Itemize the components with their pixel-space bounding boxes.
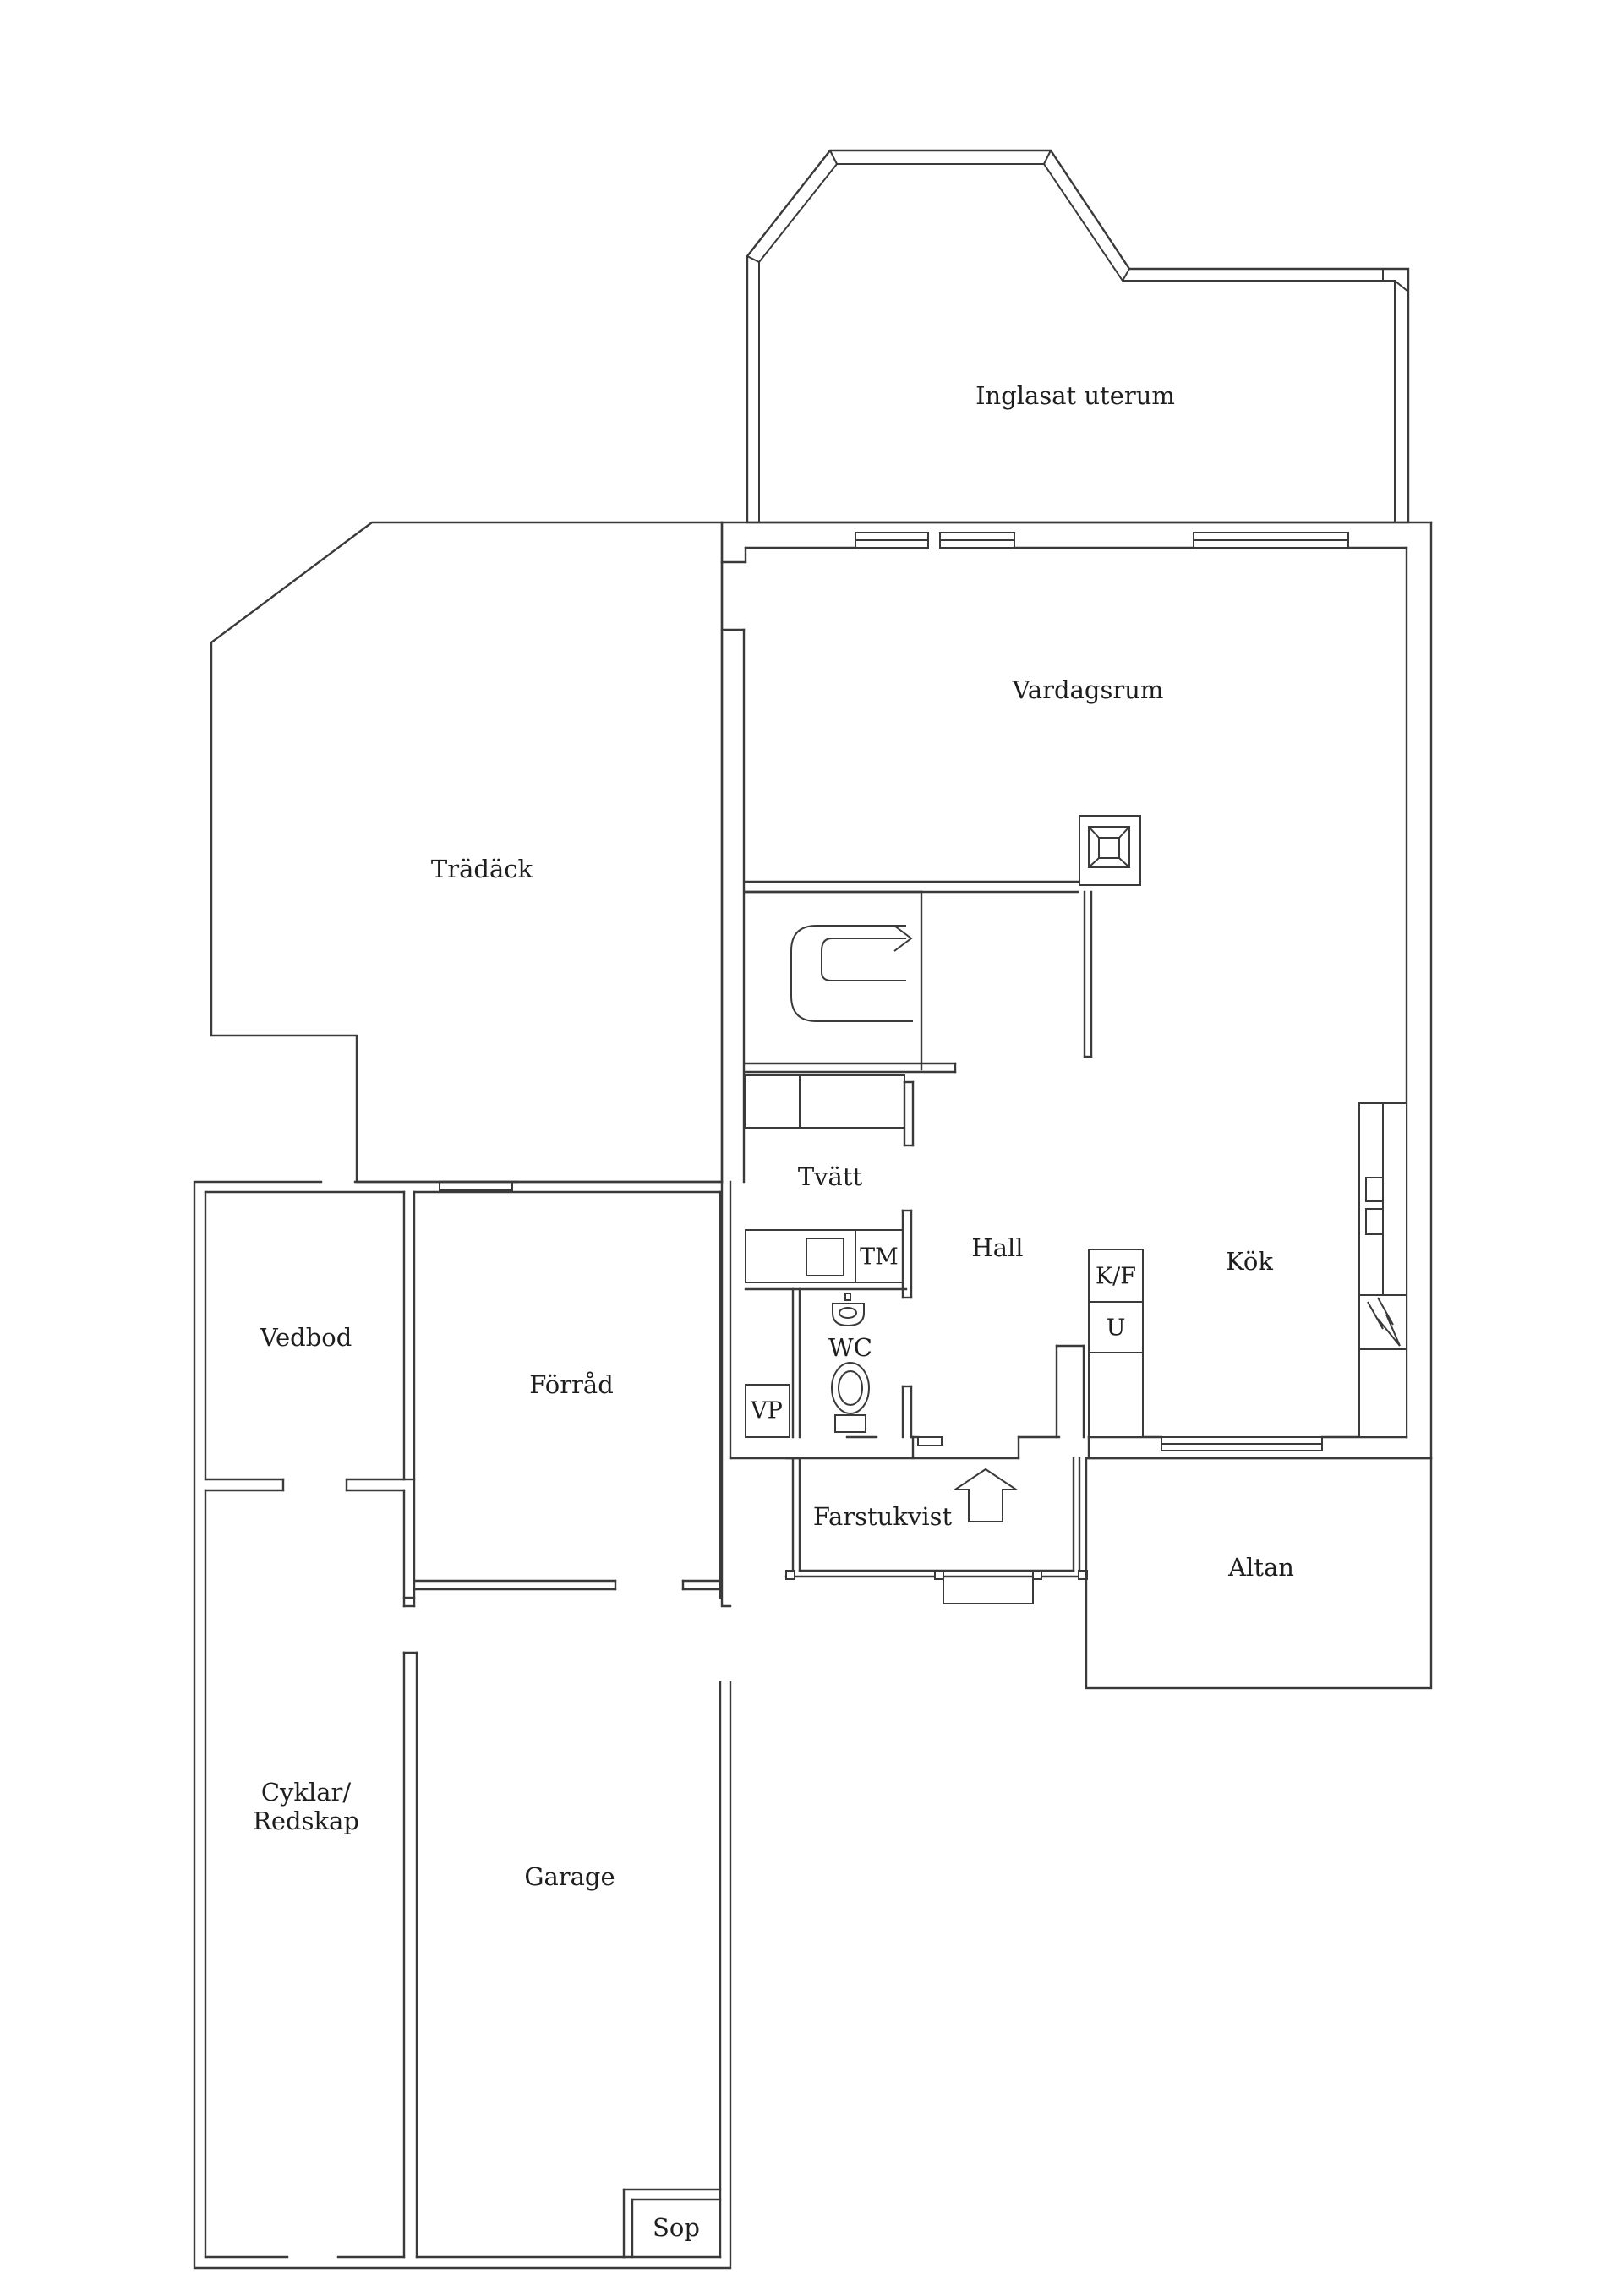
label-vedbod: Vedbod (260, 1323, 352, 1352)
label-u: U (1107, 1315, 1126, 1342)
label-cyklar-line2: Redskap (253, 1807, 359, 1835)
label-kok: Kök (1226, 1247, 1273, 1276)
terrace-outline (1085, 1457, 1433, 1690)
interior-walls (744, 815, 1407, 1460)
deck-outline (210, 521, 724, 1184)
label-kf: K/F (1096, 1264, 1136, 1290)
label-garage: Garage (524, 1862, 615, 1891)
label-vardagsrum: Vardagsrum (1012, 675, 1164, 704)
outbuilding-walls (193, 1180, 732, 2270)
label-altan: Altan (1227, 1553, 1294, 1582)
label-tm: TM (860, 1244, 899, 1271)
label-vp: VP (750, 1398, 783, 1424)
label-tradack: Trädäck (431, 855, 533, 883)
label-uterum: Inglasat uterum (975, 381, 1175, 410)
house-walls (720, 521, 1433, 1460)
label-cyklar-line1: Cyklar/ (261, 1778, 352, 1807)
porch (784, 1457, 1088, 1604)
label-farstukvist: Farstukvist (813, 1502, 953, 1531)
label-hall: Hall (971, 1233, 1023, 1262)
label-sop: Sop (653, 2213, 700, 2242)
sunroom-outline (746, 149, 1410, 524)
label-wc: WC (828, 1333, 872, 1362)
label-forrad: Förråd (529, 1370, 614, 1399)
label-tvatt: Tvätt (798, 1162, 863, 1191)
